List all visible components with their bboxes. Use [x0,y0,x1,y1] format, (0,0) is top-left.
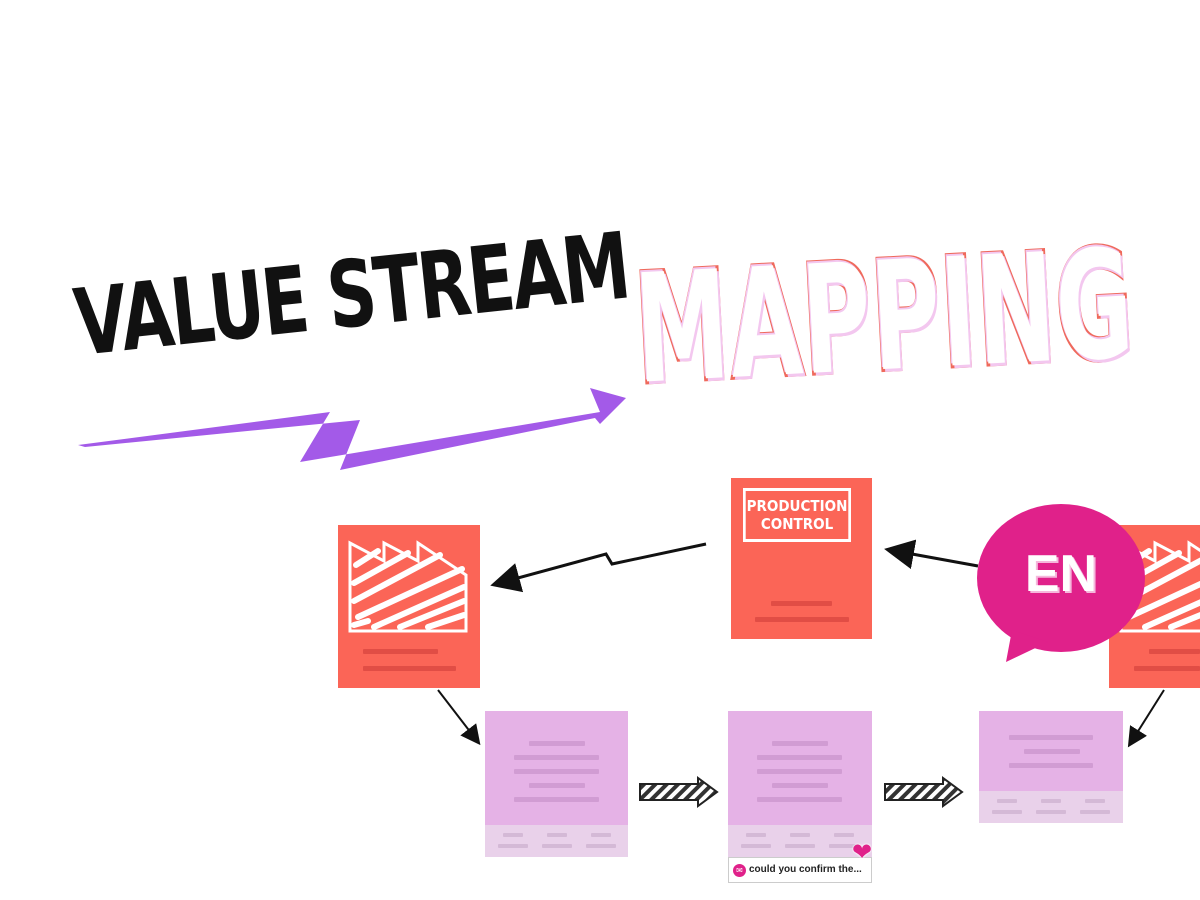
shipment-arrow-left [437,689,481,746]
production-control-label-line-1: PRODUCTION [746,497,848,515]
speech-bubble-icon [977,504,1145,662]
process-box-1[interactable] [485,711,628,857]
production-control-label: PRODUCTION CONTROL [743,488,851,542]
factory-icon [348,540,468,633]
process-1-line-4 [529,783,585,788]
process-2-data-box [728,825,872,857]
factory-right-line-2 [1134,666,1200,671]
process-2-line-2 [757,755,842,760]
production-control-line-2 [755,617,849,622]
comment-text: could you confirm the... [749,864,862,875]
push-arrow-2 [884,776,964,808]
push-arrow-1 [639,776,719,808]
process-2-line-4 [772,783,828,788]
process-3-data-box [979,791,1123,823]
shipment-arrow-right [1127,689,1165,748]
process-3-line-2 [1024,749,1080,754]
factory-box-left[interactable] [338,525,480,688]
process-1-data-box [485,825,628,857]
production-control-label-line-2: CONTROL [760,515,834,533]
process-3-line-1 [1009,735,1093,740]
process-1-line-3 [514,769,599,774]
process-box-2[interactable] [728,711,872,857]
process-1-line-1 [529,741,585,746]
factory-right-line-1 [1149,649,1200,654]
heart-icon[interactable]: ❤ [852,838,873,866]
language-badge[interactable]: EN [976,502,1146,662]
avatar: ✉ [733,864,746,877]
process-3-line-3 [1009,763,1093,768]
language-label: EN [1024,545,1098,603]
process-box-3[interactable] [979,711,1123,823]
info-arrow-right [884,539,979,570]
production-control-box[interactable]: PRODUCTION CONTROL [731,478,872,639]
process-2-line-3 [757,769,842,774]
process-1-line-5 [514,797,599,802]
factory-left-line-2 [363,666,456,671]
process-2-line-1 [772,741,828,746]
purple-zigzag-arrow [78,388,626,470]
process-1-line-2 [514,755,599,760]
factory-left-line-1 [363,649,438,654]
comment-card[interactable]: ✉ could you confirm the... [728,857,872,883]
production-control-line-1 [771,601,832,606]
process-2-line-5 [757,797,842,802]
electronic-info-arrow-left [490,542,707,593]
